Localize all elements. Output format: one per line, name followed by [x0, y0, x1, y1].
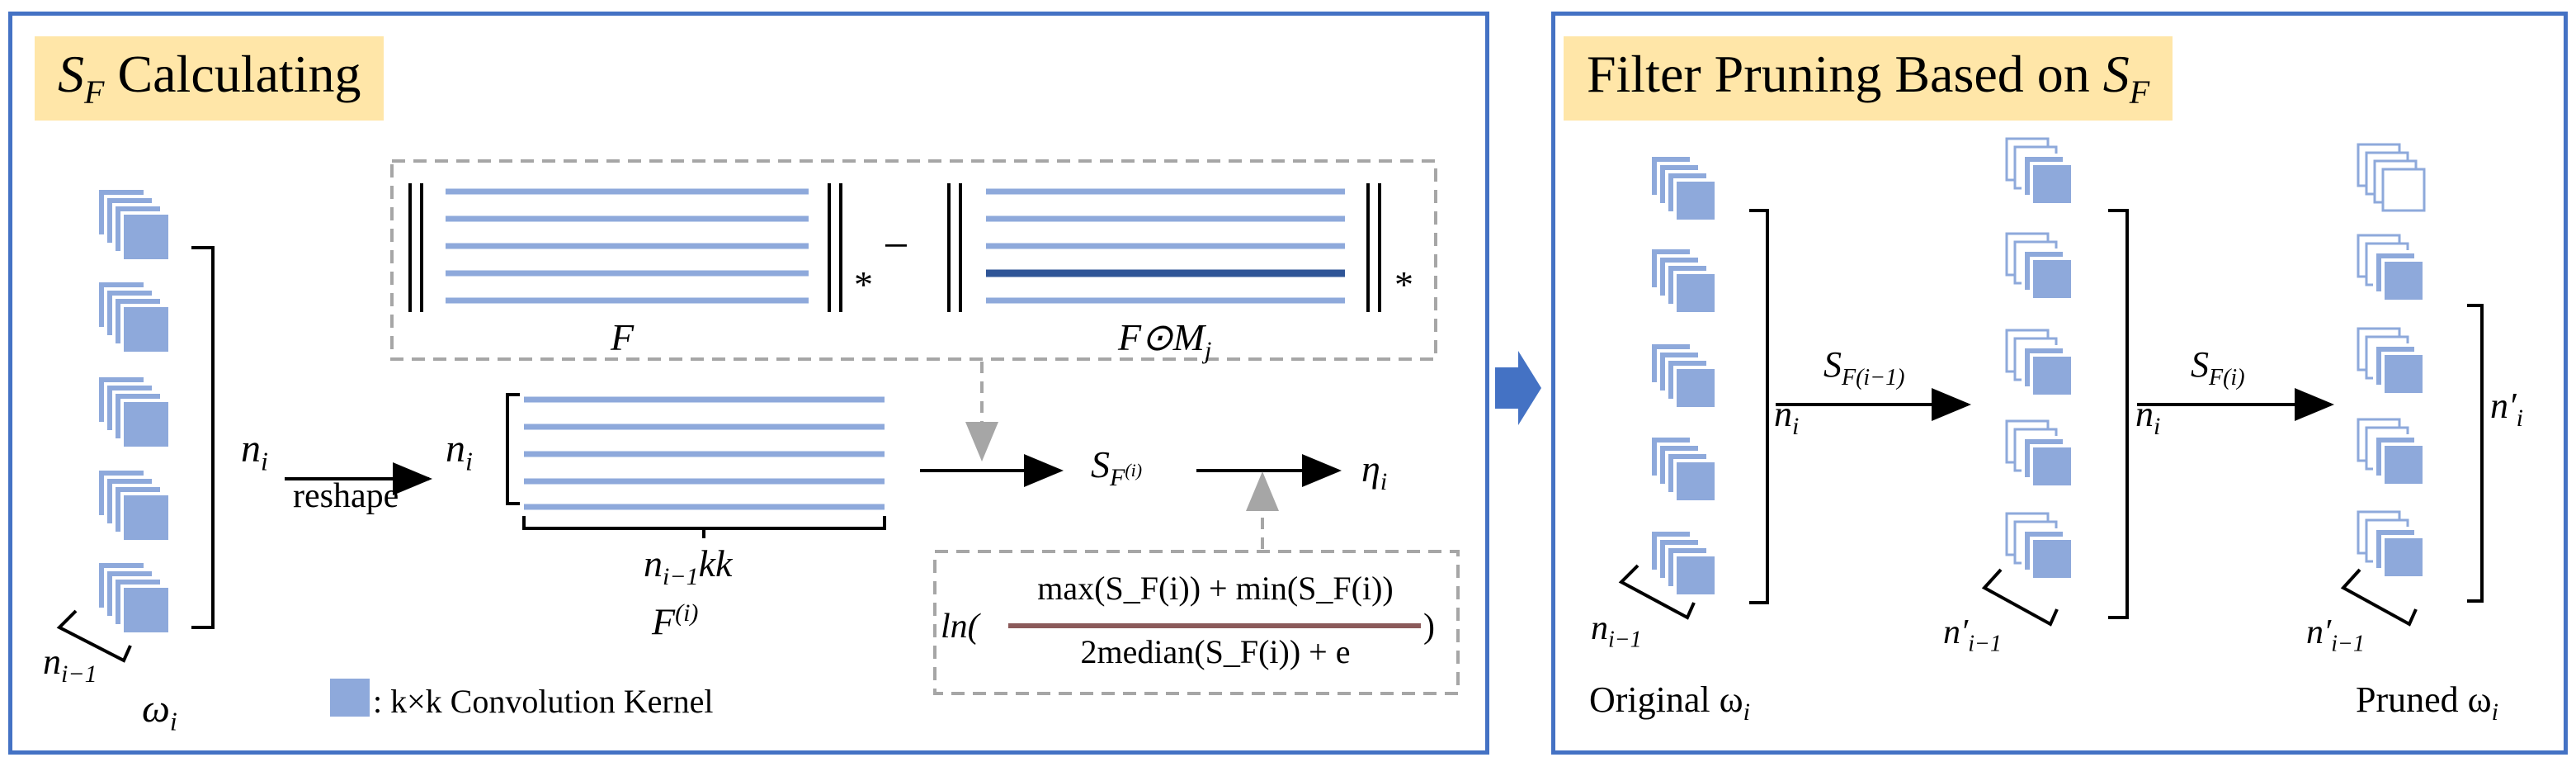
- norm-star-1: *: [854, 263, 873, 305]
- right-panel-title: Filter Pruning Based on SF: [1564, 36, 2173, 121]
- kernel-legend-text: : k×k Convolution Kernel: [373, 683, 714, 720]
- norm-f-label: F: [611, 316, 635, 358]
- kernel-square: [1673, 178, 1718, 223]
- kernel-square: [2381, 443, 2426, 487]
- left-panel-title: SF Calculating: [35, 36, 385, 121]
- right-ni-prime: n′i: [2490, 386, 2523, 432]
- sf-label: SF(i): [1091, 443, 1143, 492]
- matrix-ni-label: ni: [446, 427, 473, 476]
- matrix-name-label: F(i): [652, 599, 699, 643]
- pruned-label: Pruned ωi: [2356, 679, 2498, 726]
- right-ni-1: ni: [1774, 394, 1800, 440]
- kernel-square: [2030, 444, 2074, 489]
- ni-minus-bracket: [56, 609, 132, 663]
- kernel-square: [2381, 258, 2426, 303]
- norm-star-2: *: [1394, 263, 1413, 305]
- norm-minus: −: [883, 220, 909, 272]
- arrow1-label: SF(i−1): [1823, 344, 1905, 390]
- kernel-square: [2381, 352, 2426, 396]
- kernel-square: [120, 304, 172, 355]
- eta-label: ηi: [1361, 447, 1388, 496]
- right-ni-minus-prime-1: n′i−1: [1943, 613, 2002, 657]
- right-ni-2: ni: [2135, 394, 2161, 440]
- ni-minus-label: ni−1: [43, 641, 97, 688]
- matrix-left-bracket: [506, 393, 520, 505]
- kernel-square: [120, 211, 172, 263]
- kernel-square: [2030, 257, 2074, 301]
- kernel-square: [120, 492, 172, 543]
- kernel-square: [2030, 537, 2074, 581]
- kernel-square: [1673, 271, 1718, 315]
- weight-kernel-stacks: [96, 187, 172, 636]
- left-panel: [8, 12, 1489, 755]
- matrix-width-label: ni−1kk: [644, 542, 733, 591]
- right-ni-minus: ni−1: [1591, 609, 1642, 653]
- right-kernel-stacks: [1649, 137, 2426, 598]
- kernel-square: [1673, 459, 1718, 504]
- norm-dashed-box: [390, 159, 1437, 361]
- kernel-square: [2030, 162, 2074, 206]
- kernel-square: [2030, 353, 2074, 398]
- original-label: Original ωi: [1589, 679, 1750, 726]
- formula-close: ): [1423, 608, 1435, 646]
- kernel-legend-square: [330, 679, 370, 717]
- kernel-square: [2381, 535, 2426, 580]
- reshape-label: reshape: [293, 477, 399, 515]
- formula-denominator: 2median(S_F(i)) + e: [1080, 633, 1351, 670]
- right-ni-minus-prime-2: n′i−1: [2306, 613, 2365, 657]
- kernel-square: [2381, 168, 2426, 212]
- kernel-square: [120, 585, 172, 636]
- kernel-square: [1673, 366, 1718, 410]
- kernel-square: [120, 399, 172, 450]
- formula-dashed-box: [933, 550, 1460, 695]
- ni-label: ni: [241, 427, 268, 476]
- omega-label: ωi: [142, 687, 177, 736]
- kernel-square: [1673, 553, 1718, 598]
- ni-bracket: [191, 246, 215, 629]
- arrow2-label: SF(i): [2191, 344, 2245, 390]
- formula-ln: ln(: [941, 608, 979, 646]
- norm-fm-label: F⊙Mj: [1118, 316, 1212, 365]
- panel-transition-arrow: [1495, 351, 1541, 425]
- matrix-bottom-bracket: [522, 516, 886, 538]
- right-panel: [1551, 12, 2568, 755]
- formula-numerator: max(S_F(i)) + min(S_F(i)): [1037, 570, 1394, 607]
- matrix-rows: [524, 396, 885, 510]
